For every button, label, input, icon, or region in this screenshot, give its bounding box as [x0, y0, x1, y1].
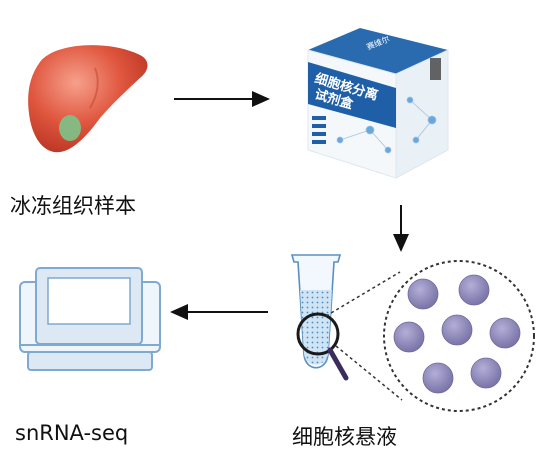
kit-box-icon: 细胞核分离 试剂盒 赛维尔: [307, 28, 449, 179]
nucleus: [458, 274, 490, 306]
zoom-lines: [325, 271, 403, 401]
label-nuclei-suspension: 细胞核悬液: [292, 425, 397, 449]
liver-icon: [28, 45, 148, 153]
nucleus: [470, 357, 502, 389]
qr-code-icon: [430, 58, 441, 80]
nucleus: [393, 321, 425, 353]
label-sequencing: snRNA-seq: [15, 421, 129, 445]
nucleus: [441, 314, 473, 346]
nuclei-zoom-circle: [383, 260, 535, 412]
sequencer-icon: [19, 267, 161, 371]
nucleus: [422, 362, 454, 394]
nucleus: [489, 317, 521, 349]
magnifier-icon: [296, 312, 349, 381]
nucleus: [407, 278, 439, 310]
tube-icon: [290, 254, 342, 369]
label-frozen-sample: 冰冻组织样本: [10, 194, 136, 218]
